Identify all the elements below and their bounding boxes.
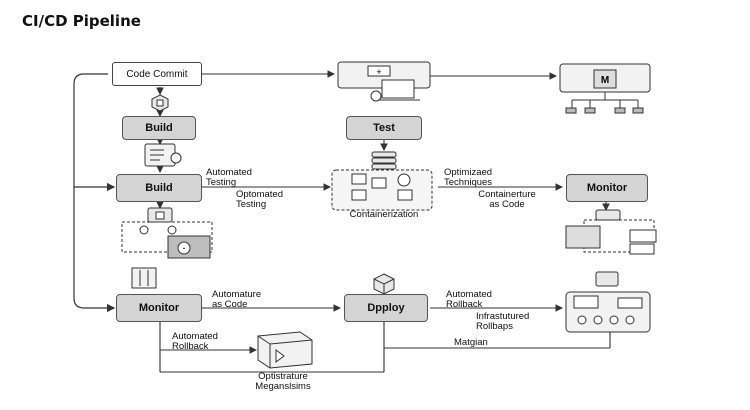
node-code-commit: Code Commit [112, 62, 202, 86]
label-infrastructured-rollbaps: Infrastutured Rollbaps [476, 311, 530, 332]
minus-glyph: - [183, 243, 186, 253]
label-optomated-testing: Optomated Testing [236, 189, 283, 210]
cube-icon [373, 273, 395, 295]
top-row-arrows [156, 70, 558, 174]
label-matgian: Matgian [454, 337, 488, 348]
package-box-icon [257, 331, 313, 369]
pipeline-icon [131, 267, 157, 289]
node-deploy: Dpploy [344, 294, 428, 322]
build-cluster-icon [121, 207, 213, 259]
node-build-1: Build [122, 116, 196, 140]
node-test: Test [346, 116, 422, 140]
server-stack-icon [371, 151, 397, 170]
mailbox-glyph: M [601, 75, 609, 86]
node-monitor-right: Monitor [566, 174, 648, 202]
label-automated-rollback-right: Automated Rollback [446, 289, 492, 310]
label-optistrature-megansims: Optistrature Meganslsims [255, 371, 311, 392]
document-icon [144, 143, 182, 167]
label-automature-as-code: Automature as Code [212, 289, 262, 310]
node-build-2: Build [116, 174, 202, 202]
containerization-group [331, 169, 433, 211]
mailbox-network-icon [559, 63, 651, 114]
label-automated-testing: Automated Testing [206, 167, 252, 188]
label-automated-rollback-left: Automated Rollback [172, 331, 218, 352]
label-containerture-as-code: Containerture as Code [478, 189, 536, 210]
middle-row-arrows [156, 183, 610, 212]
settings-panel-icon [565, 271, 651, 333]
page-title: CI/CD Pipeline [22, 12, 141, 30]
node-monitor-left: Monitor [116, 294, 202, 322]
laptop-icon [337, 61, 431, 102]
package-hex-icon [151, 94, 169, 112]
label-containerization: Containerization [349, 209, 419, 220]
label-optimized-techniques: Optimizaed Techniques [444, 167, 493, 188]
bottom-row-arrows [159, 304, 611, 373]
devices-cluster-icon [565, 209, 657, 255]
left-bus [73, 73, 116, 313]
plus-glyph: + [376, 67, 381, 77]
